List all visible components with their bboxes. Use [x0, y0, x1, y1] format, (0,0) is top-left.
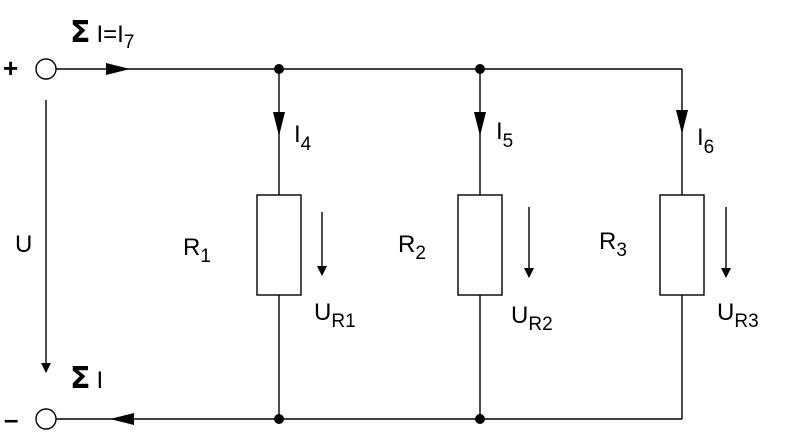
current-i5-label: I5 — [496, 118, 513, 152]
resistor-r2-label: R2 — [398, 231, 426, 264]
junction-top-2 — [475, 64, 485, 74]
negative-terminal — [35, 408, 57, 430]
resistor-r1-label: R1 — [183, 234, 211, 267]
i4-arrow — [273, 112, 285, 136]
voltage-ur2-label: UR2 — [511, 302, 553, 335]
minus-sign: – — [4, 404, 18, 434]
positive-terminal — [35, 58, 57, 80]
resistor-r2 — [457, 194, 503, 296]
voltage-ur1-label: UR1 — [314, 299, 356, 332]
junction-bottom-2 — [475, 414, 485, 424]
voltage-ur3-label: UR3 — [717, 299, 759, 332]
total-current-in-arrow — [106, 63, 130, 75]
current-i6-label: I6 — [697, 124, 714, 158]
resistor-r3-label: R3 — [599, 228, 627, 261]
i5-arrow — [474, 112, 486, 136]
plus-sign: + — [3, 53, 18, 83]
total-current-out-arrow — [110, 413, 134, 425]
junction-top-1 — [274, 64, 284, 74]
current-i4-label: I4 — [294, 121, 312, 155]
resistor-r3 — [659, 194, 705, 296]
junction-bottom-1 — [274, 414, 284, 424]
i6-arrow — [676, 110, 688, 134]
voltage-u-label: U — [15, 231, 32, 258]
resistor-r1 — [256, 194, 302, 296]
